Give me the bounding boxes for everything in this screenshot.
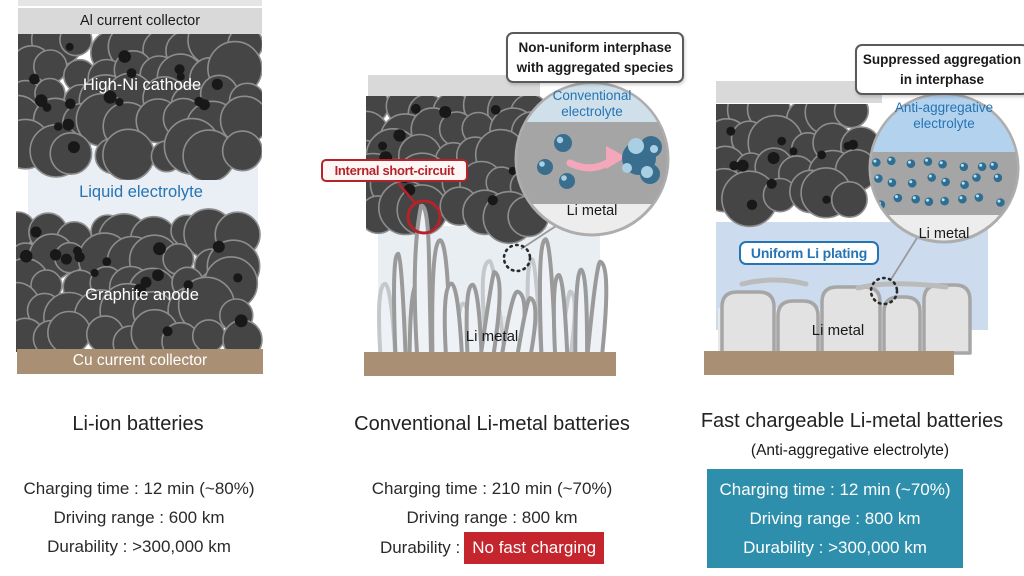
right-stats-box: Charging time : 12 min (~70%) Driving ra… [707, 469, 963, 568]
right-stat-range: Driving range : 800 km [749, 509, 921, 528]
right-collector-brown-bar [704, 351, 954, 375]
left-stat-durability: Durability : >300,000 km [47, 537, 231, 556]
mid-durability-label: Durability : [379, 538, 461, 557]
left-top-strip [18, 0, 262, 6]
short-circuit-pointer-line [397, 182, 417, 205]
right-li-metal-label: Li metal [811, 322, 865, 339]
short-circuit-circle [406, 199, 442, 235]
right-dotted-circle [869, 276, 899, 306]
right-magnifier-li-label: Li metal [918, 226, 970, 242]
mid-collector-brown-bar [364, 352, 616, 376]
right-subtitle: (Anti-aggregative electrolyte) [750, 442, 950, 459]
left-stat-charging: Charging time : 12 min (~80%) [23, 479, 255, 498]
mid-collector-bar [368, 75, 540, 96]
right-stat-durability: Durability : >300,000 km [743, 538, 927, 557]
high-ni-cathode-blobs [18, 34, 262, 180]
al-current-collector-bar [18, 8, 262, 34]
graphite-anode-blobs [16, 208, 263, 352]
left-stat-range: Driving range : 600 km [53, 508, 225, 527]
right-magnifier-electrolyte-label: Anti-aggregative electrolyte [894, 100, 994, 131]
mid-callout-line2: with aggregated species [516, 59, 674, 75]
mid-title: Conventional Li-metal batteries [354, 413, 630, 435]
right-title: Fast chargeable Li-metal batteries [700, 410, 1004, 432]
left-stats: Charging time : 12 min (~80%) Driving ra… [18, 474, 260, 561]
left-title: Li-ion batteries [72, 413, 204, 435]
internal-short-circuit-label: Internal short-circuit [321, 159, 468, 182]
mid-magnifier [514, 81, 670, 237]
cu-collector-label: Cu current collector [72, 352, 208, 369]
electrolyte-label: Liquid electrolyte [79, 183, 203, 201]
right-cathode-blobs [716, 104, 882, 228]
mid-magnifier-electrolyte-label: Conventional electrolyte [552, 88, 632, 119]
mid-magnifier-li-label: Li metal [566, 203, 618, 219]
right-stat-charging: Charging time : 12 min (~70%) [719, 480, 951, 499]
cathode-label: High-Ni cathode [82, 76, 202, 94]
mid-li-metal-label: Li metal [465, 328, 519, 345]
mid-stat-charging: Charging time : 210 min (~70%) [371, 479, 613, 498]
al-collector-label: Al current collector [79, 13, 201, 29]
mid-stats: Charging time : 210 min (~70%) Driving r… [345, 474, 639, 564]
right-connector-line [889, 237, 918, 282]
cu-current-collector-bar [17, 349, 263, 374]
anode-label: Graphite anode [85, 286, 199, 304]
right-collector-bar [716, 81, 882, 103]
right-callout-line1: Suppressed aggregation [862, 52, 1022, 67]
right-magnifier [868, 92, 1020, 244]
mid-connector-line [520, 225, 557, 250]
li-dendrites [377, 204, 609, 355]
mid-dotted-circle [502, 243, 532, 273]
mid-stat-range: Driving range : 800 km [406, 508, 578, 527]
uniform-li-mounds [720, 277, 972, 355]
right-callout-line2: in interphase [899, 71, 985, 87]
mid-callout-line1: Non-uniform interphase [518, 40, 672, 55]
no-fast-charging-badge: No fast charging [464, 532, 605, 564]
right-callout-box: Suppressed aggregation in interphase [855, 44, 1024, 96]
mid-callout-box: Non-uniform interphase with aggregated s… [506, 32, 684, 84]
mid-stat-durability: Durability :No fast charging [345, 532, 639, 564]
uniform-li-plating-label: Uniform Li plating [739, 241, 879, 265]
